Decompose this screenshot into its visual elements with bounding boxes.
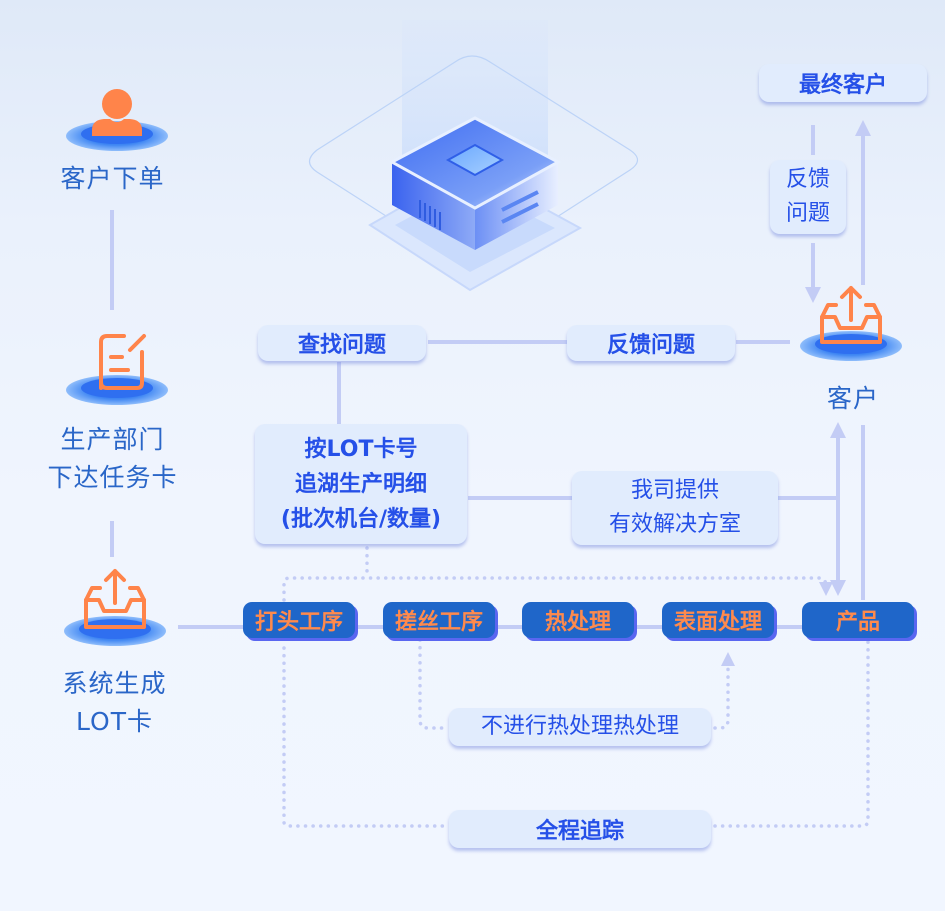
- solution-line2: 有效解决方室: [608, 512, 741, 537]
- trace-details-box: 按LOT卡号 追湖生产明细 (批次机台/数量): [255, 424, 467, 544]
- person-icon: [64, 84, 170, 154]
- solution-line1: 我司提供: [630, 478, 719, 503]
- step-product: 产品: [802, 602, 914, 638]
- full-trace-box: 全程追踪: [449, 810, 711, 848]
- server-chip-icon: [308, 20, 639, 292]
- final-customer-box: 最终客户: [759, 64, 927, 102]
- step-thread-rolling: 搓丝工序: [383, 602, 495, 638]
- step-surface-treatment: 表面处理: [662, 602, 774, 638]
- production-dept-label-line1: 生产部门: [60, 425, 165, 454]
- customer-inbox-upload-icon: [800, 282, 906, 366]
- feedback-vertical-line1: 反馈: [785, 167, 830, 192]
- feedback-vertical-line2: 问题: [785, 201, 830, 226]
- document-edit-icon: [64, 328, 170, 410]
- feedback-problem-box: 反馈问题: [567, 325, 735, 361]
- skip-heat-treatment-box: 不进行热处理热处理: [449, 708, 711, 746]
- trace-line1: 按LOT卡号: [304, 436, 418, 462]
- step-heading: 打头工序: [243, 602, 355, 638]
- customer-label: 客户: [826, 384, 879, 413]
- step-heat-treatment: 热处理: [522, 602, 634, 638]
- inbox-upload-icon: [62, 565, 168, 649]
- feedback-vertical-box: 反馈 问题: [770, 160, 846, 234]
- dotted-trace-top: [282, 576, 828, 602]
- solution-box: 我司提供 有效解决方室: [572, 471, 778, 545]
- dotted-skip-heat: [713, 658, 730, 730]
- production-dept-label-line2: 下达任务卡: [47, 463, 178, 492]
- find-problem-box: 查找问题: [258, 325, 426, 361]
- system-lot-label-line1: 系统生成: [62, 669, 167, 698]
- trace-line2: 追湖生产明细: [294, 471, 427, 497]
- system-lot-label-line2: LOT卡: [76, 707, 153, 736]
- trace-line3: (批次机台/数量): [280, 506, 442, 532]
- customer-order-label: 客户下单: [60, 164, 165, 193]
